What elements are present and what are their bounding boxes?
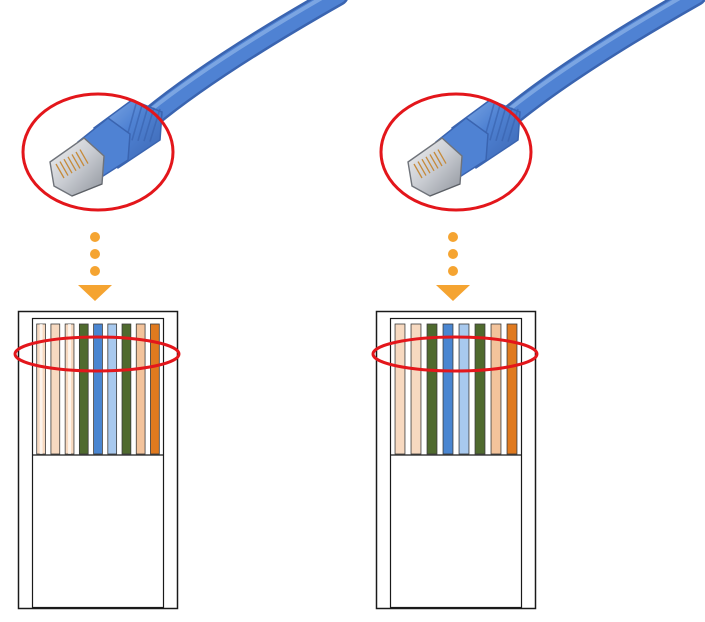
wire-8 <box>135 323 146 455</box>
down-arrow-icon <box>436 232 470 301</box>
highlight-ring-wires <box>371 335 539 373</box>
wire-8 <box>506 323 518 455</box>
wire-1 <box>394 323 406 455</box>
wire-4 <box>442 323 454 455</box>
wire-2 <box>410 323 422 455</box>
highlight-ring-plug <box>379 92 533 212</box>
panel-left <box>13 0 348 610</box>
down-arrow-icon <box>78 232 112 301</box>
highlight-ring-wires <box>13 335 181 373</box>
ethernet-cable-icon <box>407 0 705 197</box>
ethernet-cable-icon <box>49 0 348 197</box>
panel-right <box>371 0 705 610</box>
wire-1-stripe <box>39 324 43 454</box>
wire-6 <box>474 323 486 455</box>
wire-5 <box>458 323 470 455</box>
wire-5 <box>93 323 103 455</box>
wire-7 <box>490 323 502 455</box>
wire-7 <box>121 323 132 455</box>
wire-9 <box>150 323 160 455</box>
rj45-connector-icon <box>17 310 179 610</box>
highlight-ring-plug <box>21 92 175 212</box>
rj45-connector-icon <box>375 310 537 610</box>
wire-3-stripe <box>68 324 72 454</box>
wire-2 <box>50 323 61 455</box>
wire-6 <box>107 323 118 455</box>
wire-4 <box>78 323 89 455</box>
wire-3 <box>426 323 438 455</box>
